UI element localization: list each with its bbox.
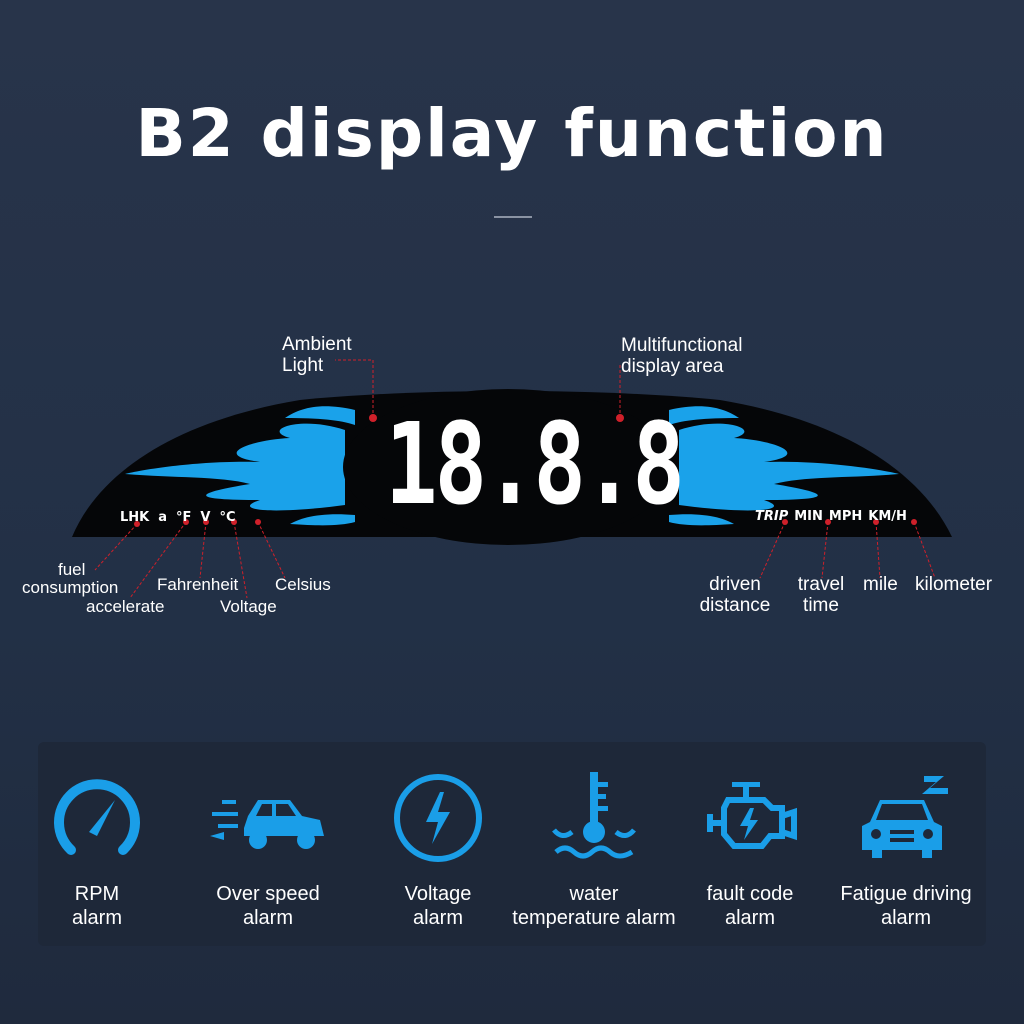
thermometer-water-icon [552, 772, 636, 859]
callout-text: driven [709, 574, 761, 595]
alarm-label: RPM [74, 883, 120, 905]
alarm-label: water [569, 883, 619, 905]
indicator-kmh: KM/H [868, 509, 907, 524]
alarm-label: Fatigue driving [840, 883, 972, 905]
leader-lines [94, 359, 936, 599]
callout-text: display area [621, 356, 724, 377]
callout-text: Multifunctional [621, 335, 743, 356]
indicator-celsius: °C [219, 510, 236, 525]
flame-right-group [669, 406, 899, 526]
indicator-trip: TRIP [755, 509, 789, 524]
indicator-min: MIN [794, 509, 823, 524]
callout-text: fuel [58, 560, 86, 579]
callout-text: consumption [22, 578, 119, 597]
flame-right-top [669, 406, 739, 425]
alarm-label: fault code [706, 883, 794, 905]
alarm-label: alarm [880, 907, 931, 929]
indicator-mph: MPH [828, 509, 863, 524]
alarm-label: temperature alarm [512, 907, 676, 929]
callout-text: time [803, 595, 839, 616]
callout-dots [134, 414, 917, 527]
callout-text: Ambient [282, 334, 352, 355]
engine-icon [707, 782, 797, 849]
sleepy-car-icon [862, 776, 948, 858]
callout-accelerate: accelerate [86, 597, 165, 616]
alarm-label: alarm [412, 907, 463, 929]
speeding-car-icon [210, 800, 324, 849]
callout-text: Light [282, 355, 324, 376]
callout-kilometer: kilometer [915, 574, 993, 595]
digit-window [343, 389, 673, 545]
flame-left [125, 423, 345, 511]
digit-readout: 18.8.8 [385, 400, 685, 530]
indicator-fahrenheit: °F [176, 510, 192, 525]
flame-left-group [125, 406, 355, 526]
indicator-lhk: LHK [120, 510, 150, 525]
speedometer-icon [54, 779, 140, 855]
callout-mile: mile [863, 574, 898, 595]
flame-left-bottom [290, 514, 355, 526]
flame-right [679, 423, 899, 511]
callout-text: travel [797, 574, 845, 595]
page-title: B2 display function [135, 95, 889, 172]
divider [494, 216, 532, 218]
indicator-voltage: V [200, 510, 211, 525]
alarm-label: alarm [242, 907, 293, 929]
alarm-label: Voltage [404, 883, 472, 905]
lightning-circle-icon [394, 774, 482, 862]
right-indicators: TRIP MIN MPH KM/H [755, 509, 907, 524]
left-indicators: LHK a °F V °C [120, 510, 236, 525]
alarm-label: alarm [71, 907, 122, 929]
flame-left-top [285, 406, 355, 425]
indicator-accel: a [158, 510, 168, 525]
callout-voltage: Voltage [220, 597, 277, 616]
alarm-label: Over speed [216, 883, 320, 905]
flame-right-bottom [669, 514, 734, 526]
hud-display [72, 359, 952, 599]
callout-celsius: Celsius [275, 575, 331, 594]
callout-fahrenheit: Fahrenheit [157, 575, 239, 594]
callout-text: distance [699, 595, 771, 616]
alarm-label: alarm [724, 907, 775, 929]
